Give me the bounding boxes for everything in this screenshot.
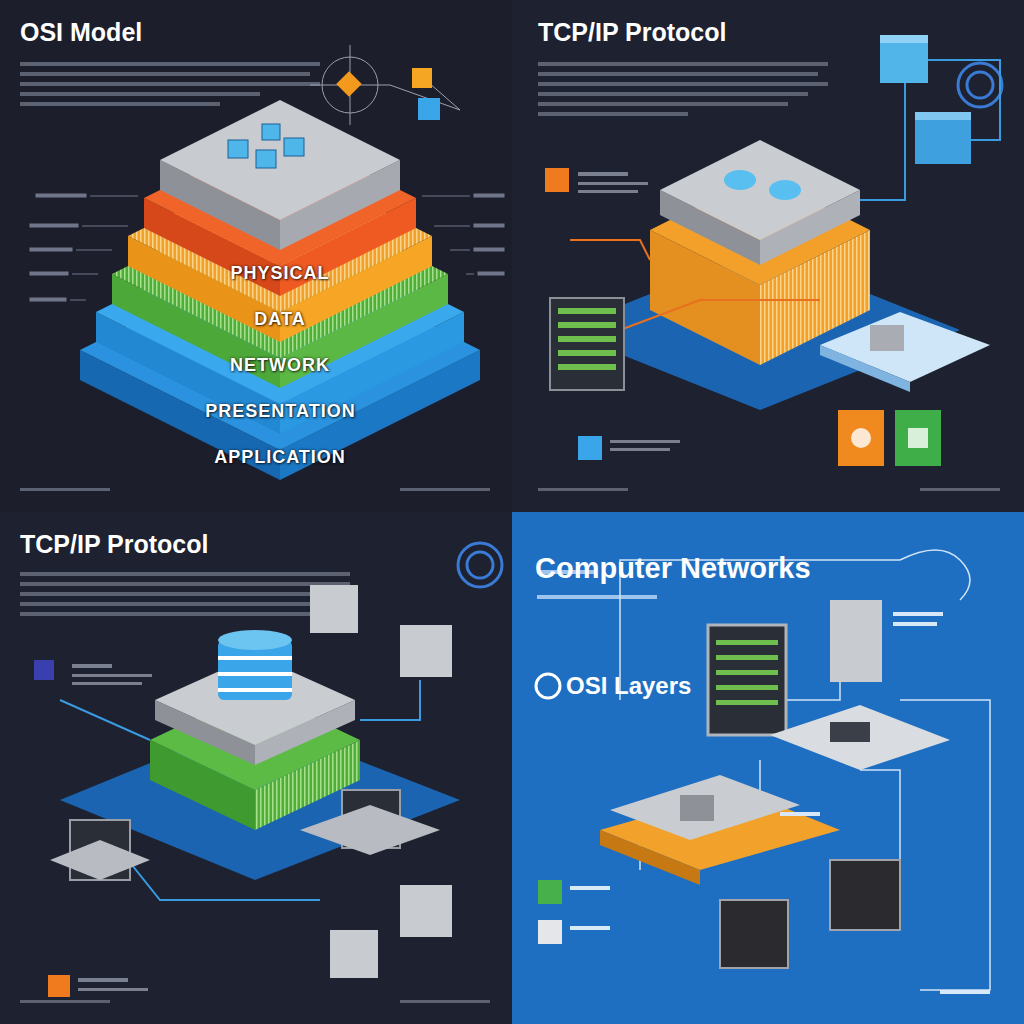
layer-band: PRESENTATION — [197, 396, 364, 426]
layer-name: PHYSICAL — [230, 263, 329, 284]
layer-band: NETWORK — [222, 350, 338, 380]
layer-name: APPLICATION — [214, 447, 346, 468]
panel-title: OSI Layers — [566, 672, 691, 700]
layer-band: PHYSICAL — [222, 258, 338, 288]
panel-title: TCP/IP Protocol — [538, 18, 726, 47]
layer-name: PRESENTATION — [205, 401, 355, 422]
layer-name: DATA — [254, 309, 305, 330]
panel-title: OSI Model — [20, 18, 142, 47]
panel-title: Computer Networks — [535, 552, 811, 585]
layer-band: APPLICATION — [206, 442, 354, 472]
layer-name: NETWORK — [230, 355, 330, 376]
layer-band: DATA — [246, 304, 314, 334]
panel-title: TCP/IP Protocol — [20, 530, 208, 559]
